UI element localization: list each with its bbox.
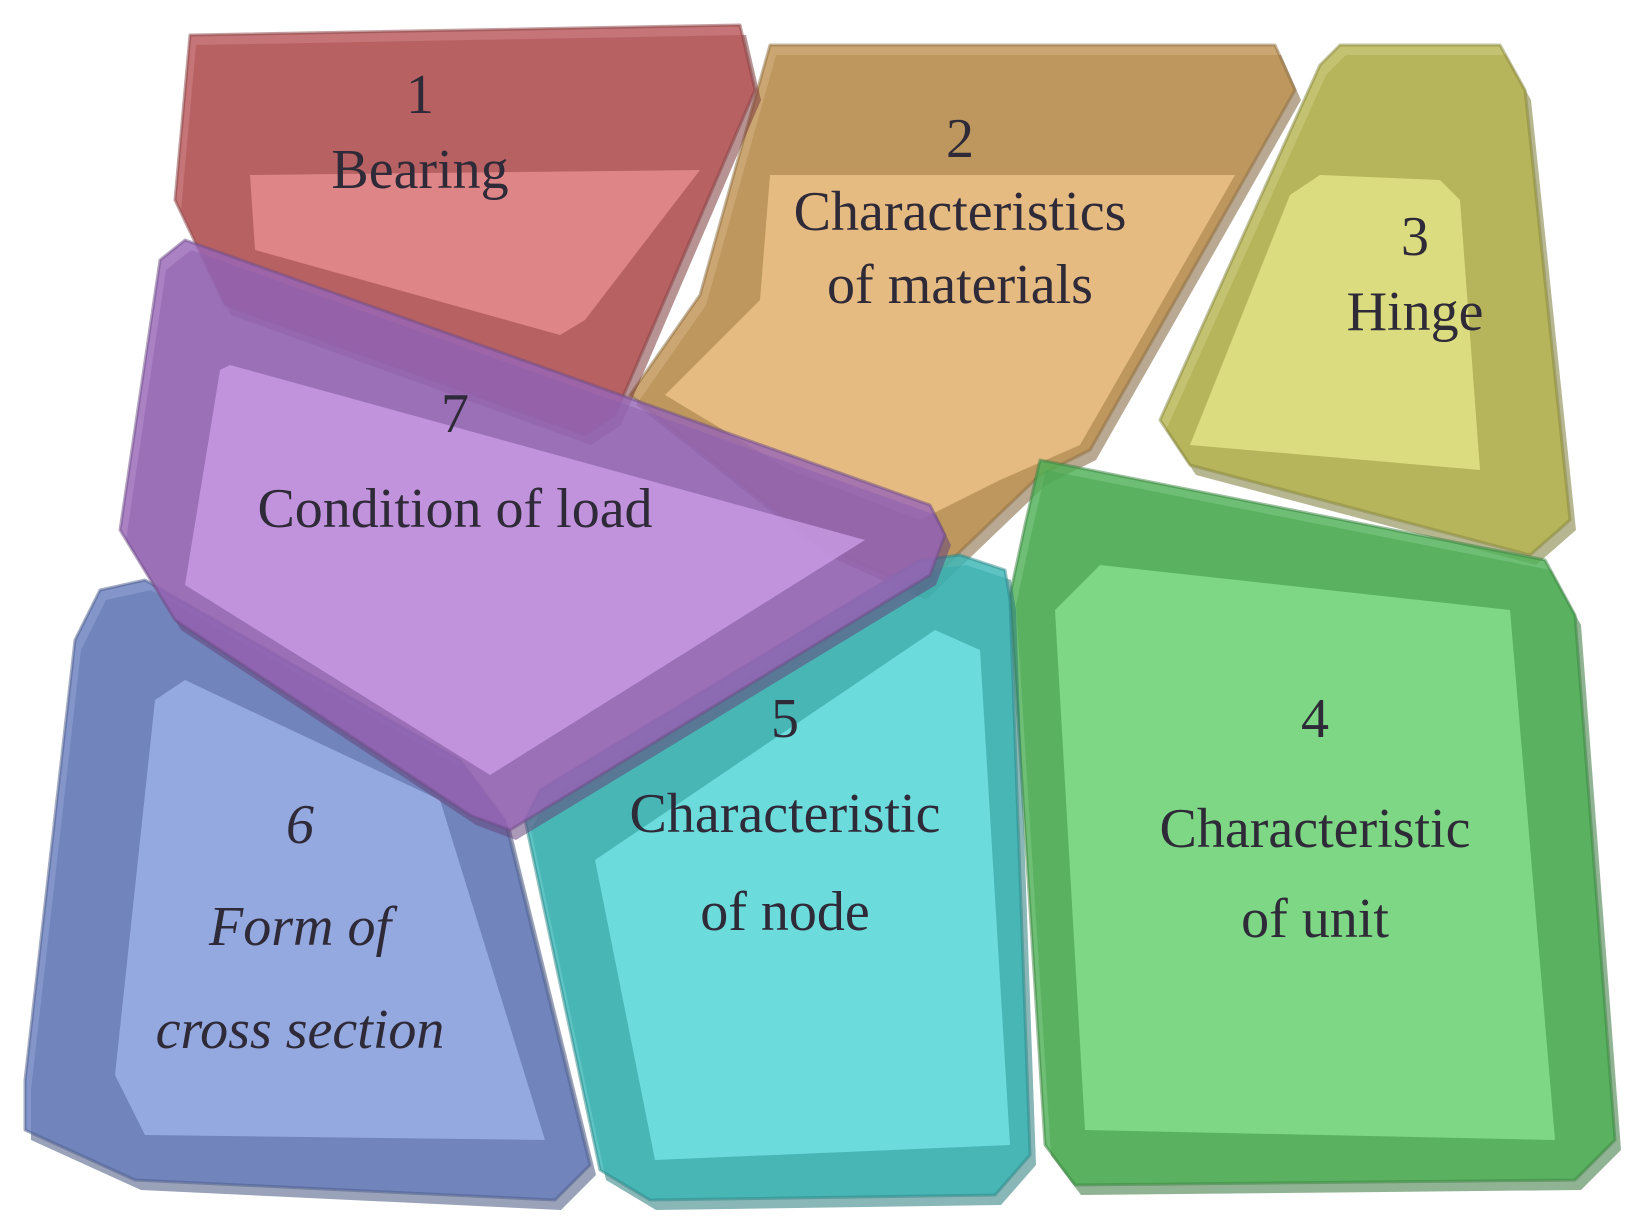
block-materials-title-line: Characteristics: [794, 181, 1127, 243]
block-cross-section-face: [115, 680, 545, 1140]
block-materials-number: 2: [946, 108, 974, 170]
block-cross-section-title-line: Form of: [208, 896, 398, 958]
block-materials-title-line: of materials: [827, 254, 1093, 316]
block-unit-title-line: of unit: [1241, 888, 1389, 950]
block-hinge-number: 3: [1401, 206, 1429, 268]
block-unit-title-line: Characteristic: [1160, 798, 1471, 860]
block-unit-number: 4: [1301, 688, 1329, 750]
block-hinge-face: [1190, 175, 1480, 470]
block-cross-section-number: 6: [286, 794, 314, 856]
block-bearing-face: [250, 170, 700, 335]
block-load-number: 7: [441, 383, 469, 445]
block-load-title-line: Condition of load: [257, 478, 652, 540]
block-unit-face: [1055, 565, 1555, 1140]
block-materials-face: [665, 175, 1235, 520]
block-bearing-number: 1: [406, 64, 434, 126]
block-node-title-line: Characteristic: [630, 783, 941, 845]
block-node-number: 5: [771, 688, 799, 750]
block-node-face: [595, 630, 1010, 1160]
block-bearing-title-line: Bearing: [331, 139, 508, 201]
block-cross-section-title-line: cross section: [156, 999, 445, 1061]
block-hinge-title-line: Hinge: [1347, 281, 1484, 343]
block-node-title-line: of node: [700, 881, 870, 943]
block-load-face: [185, 365, 865, 775]
